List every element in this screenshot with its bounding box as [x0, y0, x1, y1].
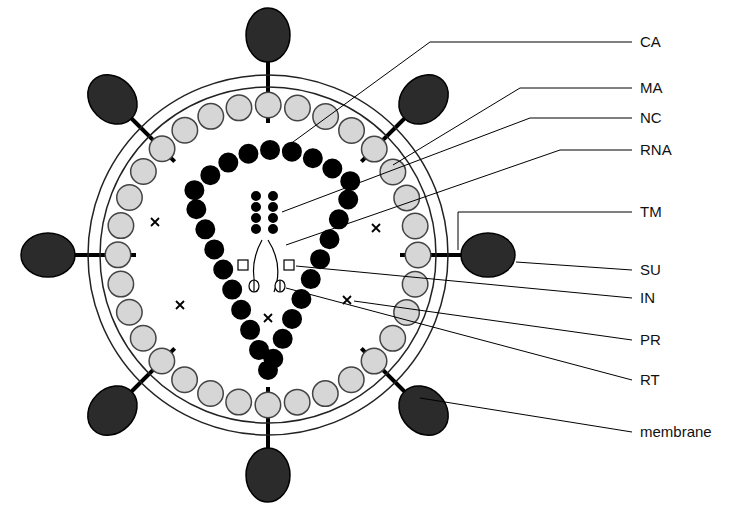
- nucleocapsid: [256, 196, 273, 240]
- part-label: MA: [640, 79, 663, 97]
- envelope-spikes: [21, 8, 515, 502]
- part-label: SU: [640, 261, 661, 279]
- matrix-ring: [118, 105, 418, 405]
- protease: [151, 218, 380, 322]
- part-label: RT: [640, 371, 660, 389]
- outer-membrane: [88, 75, 448, 435]
- part-label: TM: [640, 203, 662, 221]
- matrix-ring-outline: [118, 105, 418, 405]
- part-label: membrane: [640, 423, 712, 441]
- reverse-transcriptase: [249, 280, 285, 292]
- integrase: [238, 260, 248, 270]
- leader-lines: [282, 42, 632, 432]
- capsid-cone: [190, 150, 355, 370]
- part-label: RNA: [640, 141, 672, 159]
- part-label: PR: [640, 331, 661, 349]
- inner-membrane: [100, 87, 436, 423]
- integrase: [284, 260, 294, 270]
- part-label: IN: [640, 289, 655, 307]
- part-label: NC: [640, 109, 662, 127]
- part-label: CA: [640, 33, 661, 51]
